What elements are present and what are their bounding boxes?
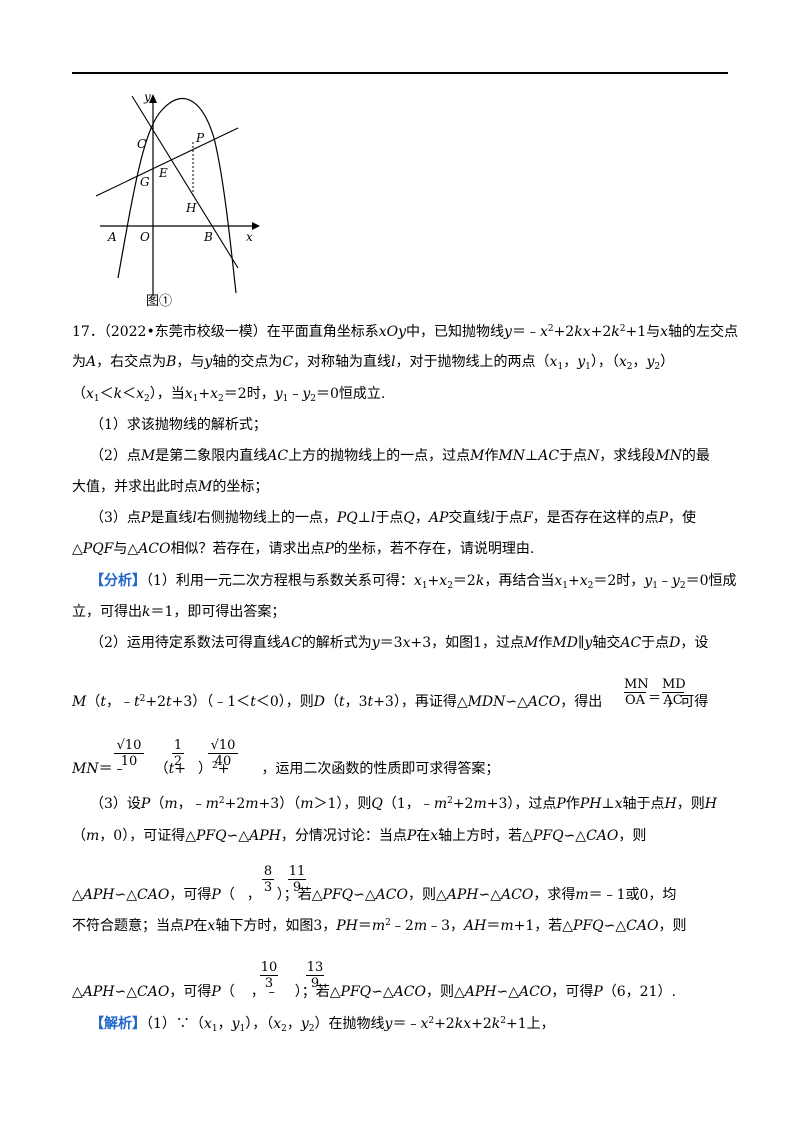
question-2-line-2: 大值，并求出此时点M的坐标； [72, 479, 269, 495]
solution-tag: 【解析】 [90, 1016, 146, 1032]
question-1: （1）求该抛物线的解析式； [90, 417, 267, 433]
line-cb [131, 95, 239, 269]
analysis-line-6: （3）设P（m，﹣m2+2m+3）（m＞1），则Q（1，﹣m2+2m+3），过点… [90, 796, 717, 812]
x-axis-arrow [252, 222, 260, 230]
analysis-line-8: △APH∽△CAO，可得P（，）；若△PFQ∽△ACO，则△APH∽△ACO，求… [72, 887, 677, 903]
label-a: A [107, 230, 117, 244]
analysis-line-3: （2）运用待定系数法可得直线AC的解析式为y＝3x+3，如图1，过点M作MD∥y… [90, 635, 709, 651]
top-rule [72, 72, 728, 74]
label-x: x [246, 230, 253, 244]
y-axis-arrow [149, 94, 157, 103]
solution-line-1: 【解析】（1）∵（x1，y1），（x2，y2）在抛物线y＝﹣x2+2kx+2k2… [90, 1016, 555, 1034]
label-c: C [137, 137, 146, 151]
problem-line-1: 17．（2022•东莞市校级一模）在平面直角坐标系xOy中，已知抛物线y＝﹣x2… [72, 324, 739, 340]
question-2-line-1: （2）点M是第二象限内直线AC上方的抛物线上的一点，过点M作MN⊥AC于点N，求… [90, 448, 710, 464]
analysis-line-9: 不符合题意；当点P在x轴下方时，如图3，PH＝m2﹣2m﹣3，AH＝m+1，若△… [72, 918, 687, 934]
question-3-line-2: △PQF与△ACO相似？若存在，请求出点P的坐标，若不存在，请说明理由. [72, 541, 535, 557]
label-y: y [143, 90, 151, 104]
analysis-line-4: M（t，﹣t2+2t+3）（﹣1＜t＜0），则D（t，3t+3），再证得△MDN… [72, 694, 709, 710]
problem-line-3: （x1＜k＜x2），当x1+x2＝2时，y1﹣y2＝0恒成立. [72, 386, 386, 404]
label-o: O [140, 230, 150, 244]
analysis-line-10: △APH∽△CAO，可得P（，﹣）；若△PFQ∽△ACO，则△APH∽△ACO，… [72, 984, 676, 1000]
label-e: E [158, 166, 168, 180]
analysis-line-7: （m，0），可证得△PFQ∽△APH，分情况讨论：当点P在x轴上方时，若△PFQ… [72, 828, 647, 844]
question-3-line-1: （3）点P是直线l右侧抛物线上的一点，PQ⊥l于点Q，AP交直线l于点F，是否存… [90, 510, 697, 526]
parabola [117, 98, 237, 294]
fraction-equals: ＝ [648, 691, 662, 706]
label-b: B [203, 230, 213, 244]
label-p: P [195, 131, 205, 145]
analysis-tag: 【分析】 [90, 573, 146, 589]
label-h: H [185, 201, 197, 215]
figure-caption: 图① [146, 294, 173, 309]
label-g: G [140, 175, 150, 189]
analysis-line-1: 【分析】（1）利用一元二次方程根与系数关系可得：x1+x2＝2k，再结合当x1+… [90, 573, 737, 591]
analysis-line-5: MN＝﹣（t+）2+，运用二次函数的性质即可求得答案； [72, 761, 500, 777]
problem-line-2: 为A，右交点为B，与y轴的交点为C，对称轴为直线l，对于抛物线上的两点（x1，y… [72, 354, 675, 372]
analysis-line-2: 立，可得出k＝1，即可得出答案； [72, 604, 286, 620]
graph-figure: y x C P G E H A O B [96, 88, 266, 310]
line-gp [96, 127, 239, 197]
